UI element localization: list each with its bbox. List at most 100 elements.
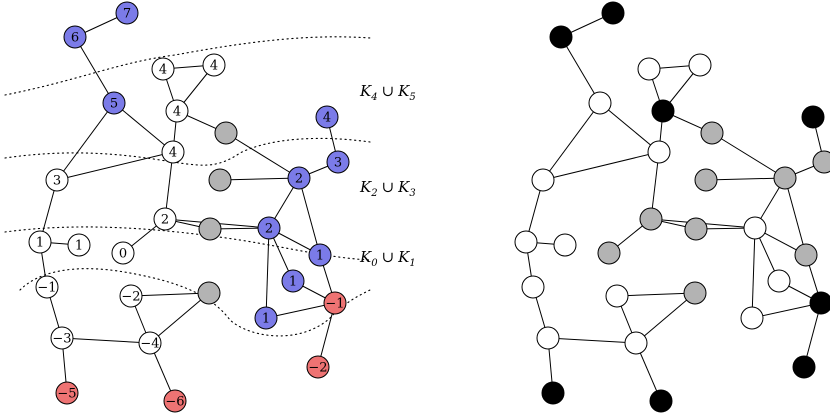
node-circle [198, 217, 222, 241]
node-label: 1 [289, 275, 297, 290]
right-edge [547, 337, 637, 344]
node-circle [308, 243, 332, 267]
zone-labels: K4∪K5 K2∪K3 K0∪K1 [359, 82, 416, 269]
left-edge [130, 292, 210, 297]
node-label: −6 [165, 395, 184, 410]
left-node-nm1: −1 [35, 275, 59, 299]
left-edge [56, 102, 115, 181]
node-label: 4 [169, 146, 177, 161]
left-node-b2a: 2 [287, 166, 311, 190]
zone-boundary-lower [19, 268, 371, 337]
left-edge [225, 132, 300, 179]
node-circle [119, 284, 143, 308]
left-graph-edges [39, 12, 339, 402]
right-node-b2a [773, 166, 797, 190]
node-label: 2 [295, 172, 303, 187]
right-node-g4 [683, 281, 707, 305]
right-edge [616, 292, 696, 297]
right-edge [751, 227, 756, 319]
right-node-n1a [514, 230, 538, 254]
node-label: 2 [265, 222, 273, 237]
node-label: −2 [121, 290, 140, 305]
left-node-b1a: 1 [308, 243, 332, 267]
right-node-n1b [553, 233, 577, 257]
right-graph-edges [525, 12, 825, 402]
right-node-b2b [743, 216, 767, 240]
zone-boundary-upper [4, 137, 371, 166]
zone-label-k4-k5: K4∪K5 [359, 82, 416, 103]
right-node-rm1 [809, 291, 830, 315]
node-circle [153, 207, 177, 231]
right-node-g1 [700, 121, 724, 145]
left-node-rm5: −5 [55, 381, 79, 405]
right-node-n2 [639, 207, 663, 231]
left-node-nm2: −2 [119, 284, 143, 308]
left-node-n2: 2 [153, 207, 177, 231]
node-circle [45, 168, 69, 192]
node-label: 1 [316, 249, 324, 264]
node-circle [323, 291, 347, 315]
right-node-n7 [601, 1, 625, 25]
left-node-n5: 5 [102, 91, 126, 115]
right-node-t4a [637, 57, 661, 81]
left-node-b1c: 1 [254, 306, 278, 330]
node-circle [115, 1, 139, 25]
node-circle [151, 57, 175, 81]
node-circle [67, 233, 91, 257]
node-label: 2 [161, 213, 169, 228]
node-circle [161, 140, 185, 164]
left-node-g3 [198, 217, 222, 241]
node-label: 4 [159, 63, 167, 78]
left-edge [56, 151, 174, 181]
node-label: −4 [140, 337, 159, 352]
left-edge [149, 292, 210, 344]
node-label: 3 [334, 156, 342, 171]
node-circle [28, 230, 52, 254]
right-edge [705, 177, 786, 181]
right-edge [599, 102, 660, 153]
node-label: 5 [110, 97, 118, 112]
node-circle [202, 53, 226, 77]
left-node-b3: 3 [326, 150, 350, 174]
left-node-b2b: 2 [257, 216, 281, 240]
right-edge [751, 302, 822, 319]
left-edge [61, 337, 151, 344]
right-node-b1b [767, 269, 791, 293]
node-circle [163, 389, 187, 413]
left-edge [265, 227, 270, 319]
left-node-b1b: 1 [281, 269, 305, 293]
right-node-rm5 [541, 381, 565, 405]
left-node-rm2: −2 [306, 355, 330, 379]
left-node-g2 [208, 168, 232, 192]
node-label: 1 [36, 236, 44, 251]
node-label: 3 [53, 174, 61, 189]
zone-label-k2-k3: K2∪K3 [359, 178, 416, 199]
node-circle [208, 168, 232, 192]
left-node-nm3: −3 [50, 326, 74, 350]
right-graph-nodes [514, 1, 830, 413]
left-node-n7: 7 [115, 1, 139, 25]
right-node-nm1 [521, 275, 545, 299]
node-label: 1 [75, 239, 83, 254]
left-node-b4: 4 [315, 105, 339, 129]
left-node-g4 [197, 281, 221, 305]
node-label: 4 [173, 105, 181, 120]
right-edge [784, 177, 807, 256]
zone-label-k0-k1: K0∪K1 [359, 248, 416, 269]
right-node-g3 [684, 217, 708, 241]
node-label: −3 [52, 332, 71, 347]
zone-boundary-top [4, 36, 371, 96]
right-edge [542, 151, 660, 181]
right-node-b4 [801, 105, 825, 129]
right-node-n0 [597, 241, 621, 265]
node-label: −5 [57, 387, 76, 402]
right-node-g2 [694, 168, 718, 192]
left-node-n3: 3 [45, 168, 69, 192]
left-edge [265, 302, 336, 319]
node-circle [197, 281, 221, 305]
right-node-nm4 [624, 331, 648, 355]
node-circle [257, 216, 281, 240]
right-edge [560, 36, 601, 104]
